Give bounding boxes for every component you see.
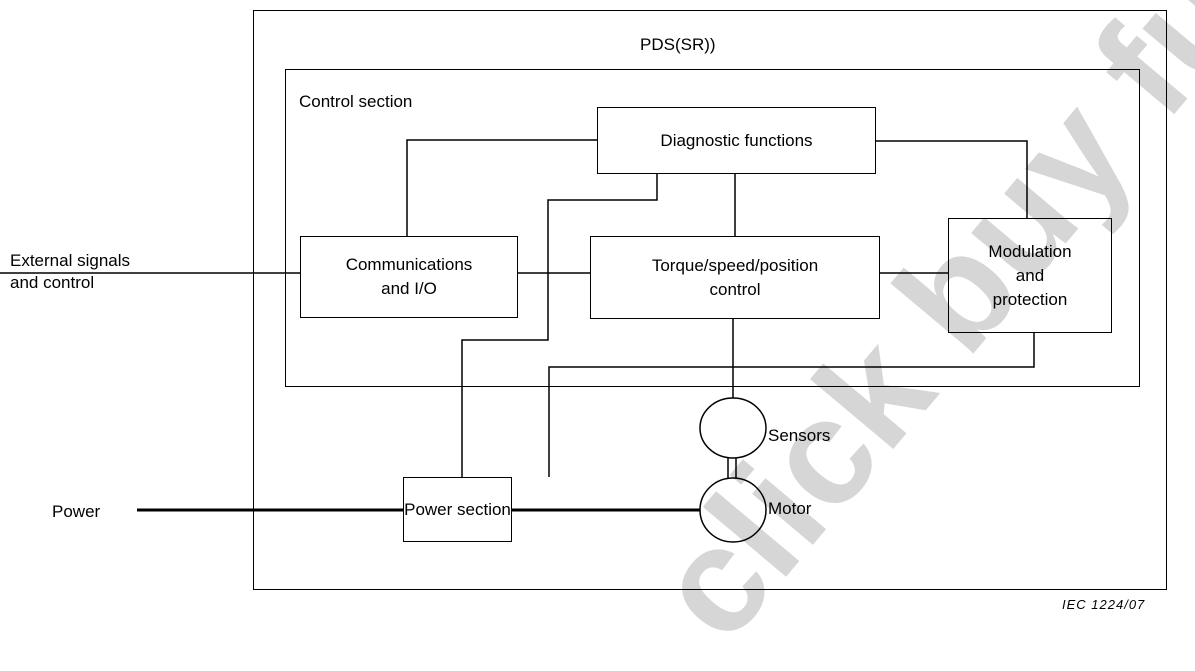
communications-label: Communications and I/O [345, 255, 473, 298]
control-section-label: Control section [299, 92, 413, 111]
diagnostic-modulation-line [876, 140, 1028, 218]
diagnostic-power-line-a [461, 174, 658, 477]
torque-control-box: Torque/speed/position control [590, 236, 880, 319]
torque-control-label: Torque/speed/position control [651, 255, 819, 299]
sensors-label: Sensors [768, 426, 831, 445]
power-section-label: Power section [404, 499, 511, 519]
power-label: Power [52, 502, 101, 521]
modulation-power-line [548, 333, 1035, 477]
external-signals-label: External signals and control [10, 251, 131, 292]
diagram-connectors [0, 139, 1035, 543]
sensors-circle [699, 397, 767, 459]
figure-reference: IEC 1224/07 [1062, 597, 1146, 612]
comm-diagnostic-line [406, 139, 597, 236]
diagnostic-functions-label: Diagnostic functions [660, 130, 813, 150]
pds-outer-box [253, 10, 1167, 590]
diagnostic-functions-box: Diagnostic functions [597, 107, 876, 174]
motor-label: Motor [768, 499, 812, 518]
control-section-box [285, 69, 1140, 387]
power-section-box: Power section [403, 477, 512, 542]
pds-title: PDS(SR)) [640, 35, 716, 54]
modulation-protection-box: Modulation and protection [948, 218, 1112, 333]
modulation-protection-label: Modulation and protection [988, 241, 1072, 309]
communications-box: Communications and I/O [300, 236, 518, 318]
motor-circle [699, 477, 767, 543]
